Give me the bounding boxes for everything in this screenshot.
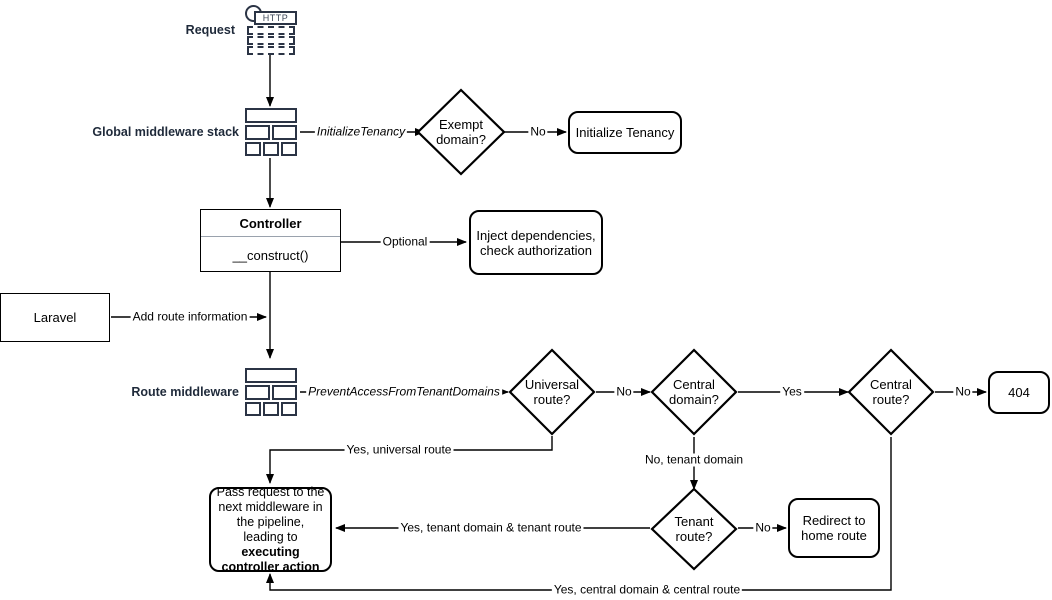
caption-route-middleware: Route middleware [131, 385, 239, 399]
stack-block [263, 142, 279, 156]
request-body-row [247, 36, 295, 45]
decision-exempt-domain[interactable]: Exempt domain? [416, 88, 506, 176]
diamond-shape [508, 348, 596, 436]
edge-label-yes-central-domain-central-route: Yes, central domain & central route [551, 582, 743, 597]
diamond-shape [416, 88, 506, 176]
diamond-shape [847, 348, 935, 436]
decision-central-route[interactable]: Central route? [847, 348, 935, 436]
stack-block [263, 402, 279, 416]
request-body-row [247, 46, 295, 55]
stack-block [281, 142, 297, 156]
decision-central-route-label: Central route? [858, 377, 923, 407]
stack-block [281, 402, 297, 416]
diamond-shape [650, 487, 738, 571]
decision-exempt-domain-label: Exempt domain? [428, 117, 495, 147]
node-404[interactable]: 404 [988, 371, 1050, 414]
decision-line: route? [675, 529, 713, 544]
decision-line: domain? [669, 392, 719, 407]
edge-label-optional: Optional [380, 234, 430, 249]
edge-label-prevent-access-from-tenant-domains: PreventAccessFromTenantDomains [306, 384, 502, 399]
decision-tenant-route[interactable]: Tenant route? [650, 487, 738, 571]
decision-central-domain[interactable]: Central domain? [650, 348, 738, 436]
pass-request-plain: Pass request to the next middleware in t… [216, 484, 325, 544]
node-controller-class[interactable]: Controller __construct() [200, 209, 341, 272]
decision-line: Central [870, 377, 912, 392]
edge-label-yes-tenant-domain-tenant-route: Yes, tenant domain & tenant route [398, 520, 584, 535]
edge-label-central-domain-yes: Yes [780, 384, 804, 399]
http-request-icon: HTTP [245, 5, 297, 55]
caption-global-middleware-stack: Global middleware stack [92, 125, 239, 139]
route-middleware-stack-icon [245, 368, 297, 416]
controller-class-title: Controller [201, 210, 340, 237]
edge-label-exempt-no: No [528, 124, 548, 139]
stack-block [245, 125, 270, 140]
stack-block [245, 385, 270, 400]
decision-line: Exempt [438, 117, 484, 132]
http-protocol-label: HTTP [254, 11, 297, 25]
edge-label-add-route-information: Add route information [130, 309, 250, 324]
pass-request-emphasis: executing controller action [221, 544, 320, 574]
node-laravel[interactable]: Laravel [0, 293, 110, 342]
decision-line: Universal [524, 377, 580, 392]
stack-block [272, 125, 297, 140]
inject-dependencies-line: Inject dependencies, [476, 227, 596, 243]
decision-line: Tenant [674, 514, 714, 529]
redirect-home-line: home route [801, 528, 867, 543]
decision-universal-route[interactable]: Universal route? [508, 348, 596, 436]
decision-line: domain? [436, 132, 486, 147]
stack-block [272, 385, 297, 400]
diamond-shape [650, 348, 738, 436]
node-inject-dependencies[interactable]: Inject dependencies, check authorization [469, 210, 603, 275]
node-initialize-tenancy[interactable]: Initialize Tenancy [568, 111, 682, 154]
node-pass-request-next-middleware[interactable]: Pass request to the next middleware in t… [209, 485, 332, 575]
request-body-row [247, 26, 295, 35]
controller-class-member: __construct() [232, 248, 309, 263]
decision-line: route? [533, 392, 571, 407]
node-redirect-home-route[interactable]: Redirect to home route [788, 498, 880, 558]
decision-line: Central [673, 377, 715, 392]
decision-line: route? [872, 392, 910, 407]
stack-block [245, 108, 297, 123]
edge-label-universal-no: No [614, 384, 634, 399]
stack-block [245, 402, 261, 416]
edge-label-tenant-route-no: No [753, 520, 773, 535]
caption-request: Request [185, 23, 235, 37]
stack-block [245, 142, 261, 156]
decision-central-domain-label: Central domain? [661, 377, 726, 407]
edge-label-central-route-no: No [953, 384, 973, 399]
edge-label-initialize-tenancy-middleware: InitializeTenancy [314, 124, 408, 139]
stack-block [245, 368, 297, 383]
inject-dependencies-line: check authorization [479, 242, 592, 258]
decision-tenant-route-label: Tenant route? [661, 514, 726, 544]
redirect-home-line: Redirect to [802, 513, 866, 528]
edge-label-no-tenant-domain: No, tenant domain [642, 452, 746, 467]
edge-label-yes-universal-route: Yes, universal route [344, 442, 454, 457]
global-middleware-stack-icon [245, 108, 297, 156]
pass-request-text: Pass request to the next middleware in t… [216, 485, 325, 575]
decision-universal-route-label: Universal route? [519, 377, 584, 407]
